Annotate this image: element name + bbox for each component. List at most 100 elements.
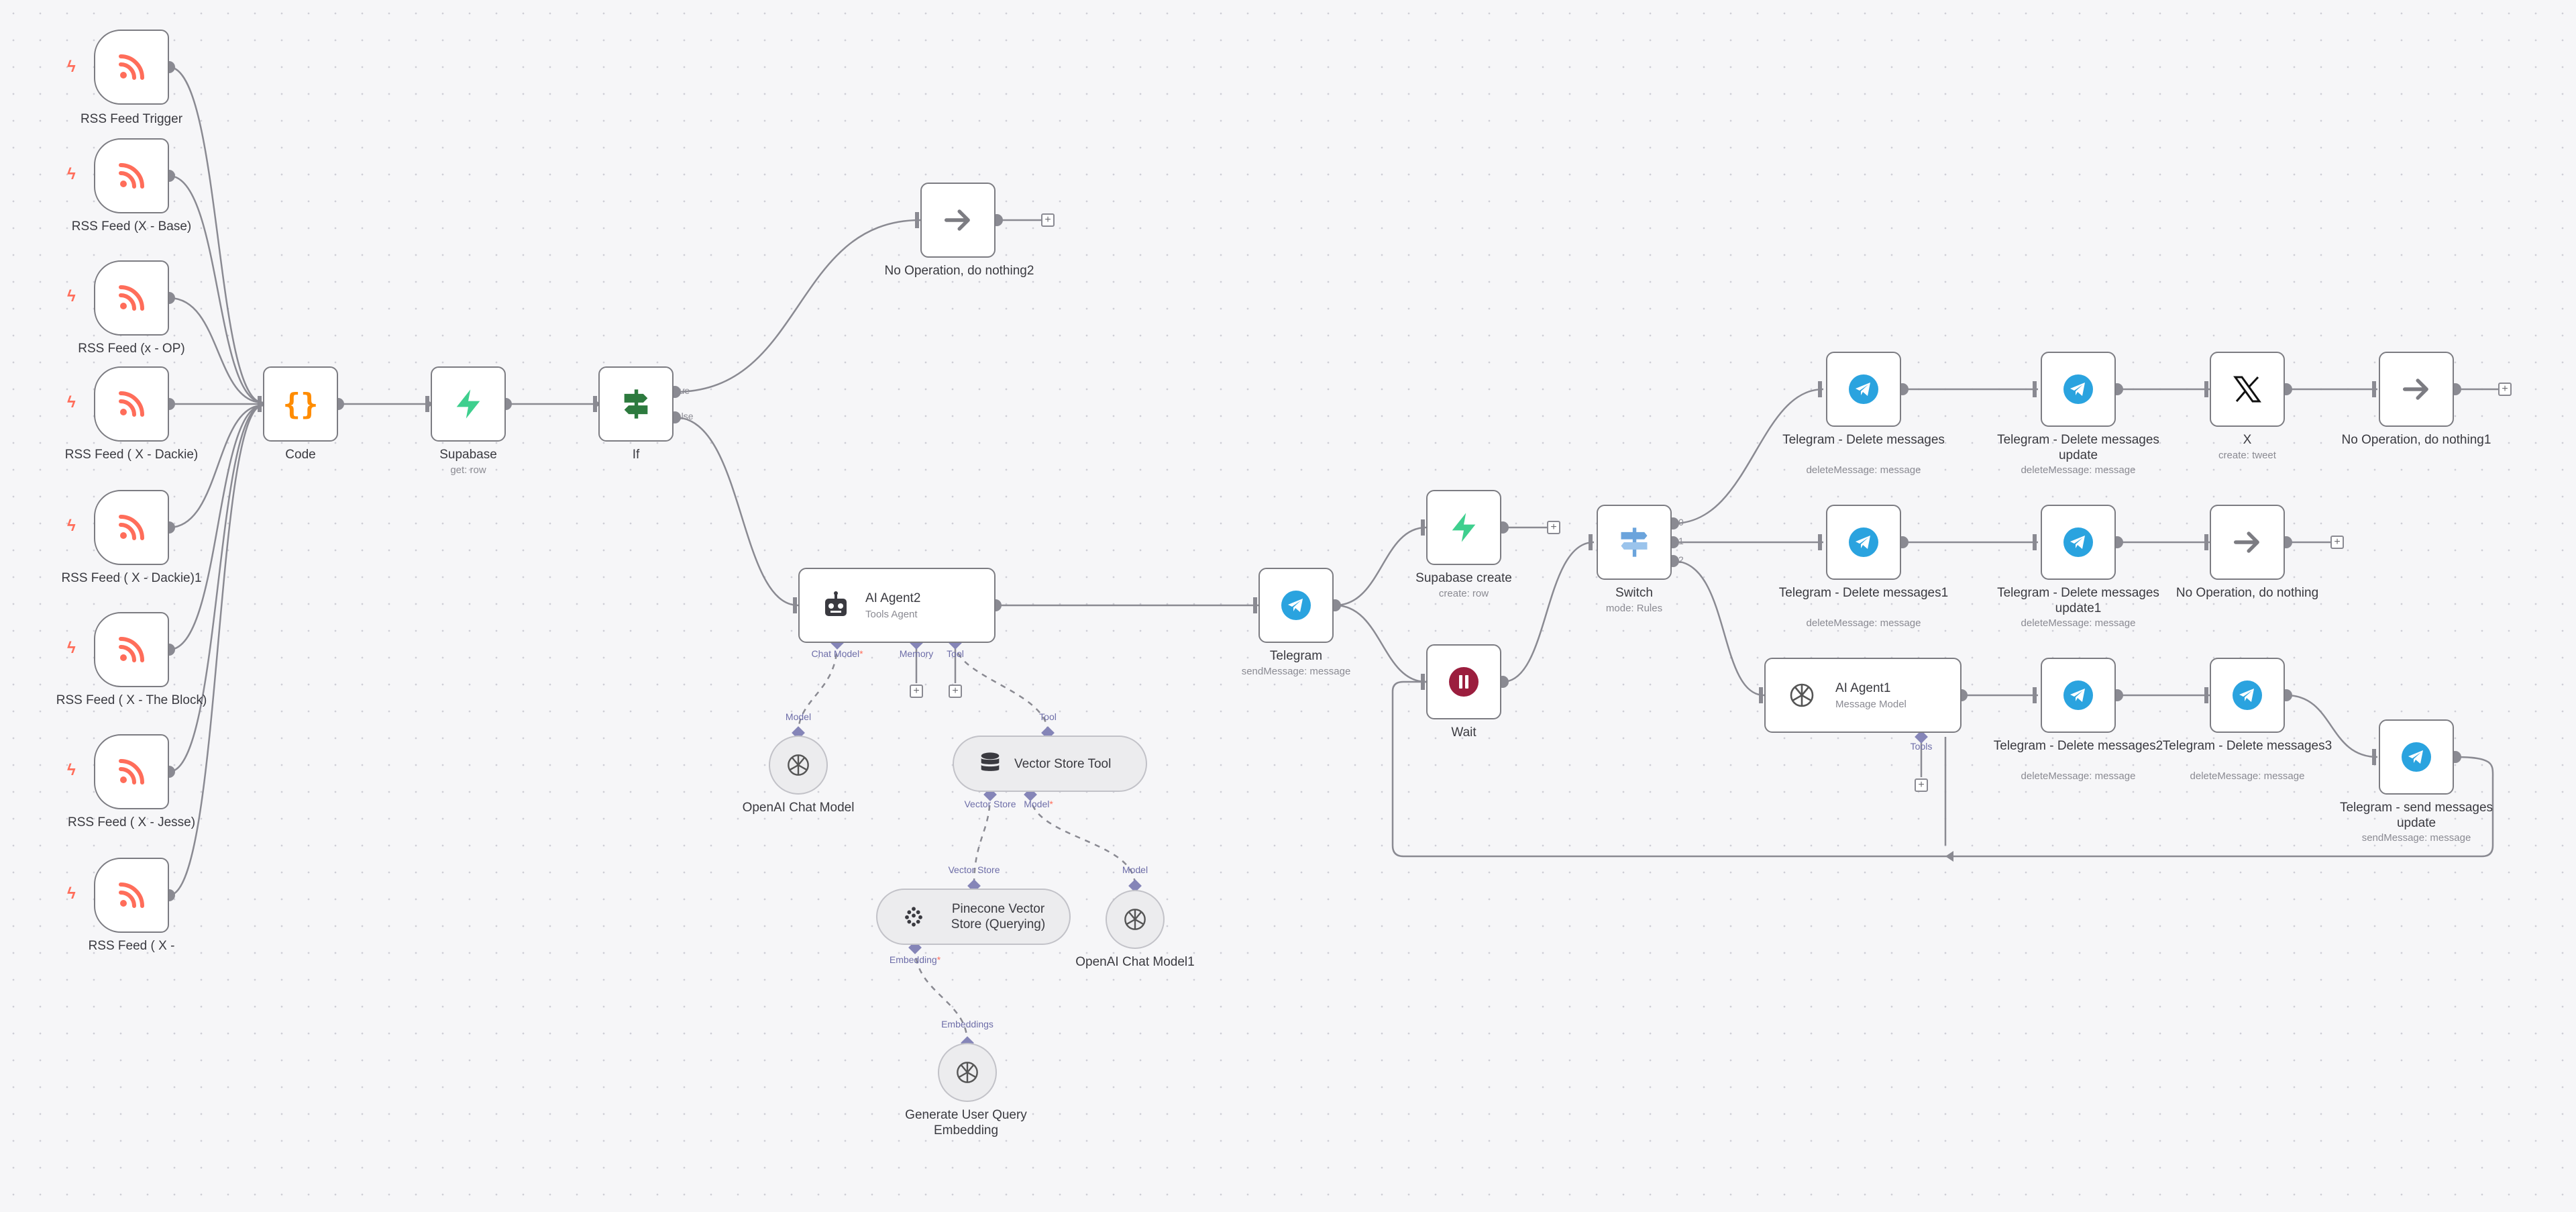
node-telegram-delete-messages-3[interactable] bbox=[2210, 658, 2285, 733]
node-switch[interactable] bbox=[1597, 505, 1672, 580]
node-subtitle: create: tweet bbox=[2218, 450, 2276, 461]
openai-icon bbox=[1120, 905, 1150, 934]
telegram-icon bbox=[2062, 679, 2094, 711]
node-wait[interactable] bbox=[1426, 644, 1501, 719]
node-label: Vector Store Tool bbox=[1014, 756, 1112, 771]
output-label-2: 2 bbox=[1678, 554, 1684, 565]
node-label: If bbox=[632, 448, 640, 462]
rss-icon-node[interactable] bbox=[94, 858, 169, 933]
node-no-operation-1[interactable] bbox=[2379, 352, 2454, 427]
node-telegram-delete-messages-update[interactable] bbox=[2041, 352, 2116, 427]
node-supabase-create[interactable] bbox=[1426, 490, 1501, 565]
rss-icon-node[interactable] bbox=[94, 138, 169, 213]
rss-icon-node[interactable] bbox=[94, 30, 169, 105]
database-icon bbox=[981, 752, 1000, 771]
node-subtitle: Message Model bbox=[1835, 699, 1907, 710]
telegram-icon bbox=[1847, 526, 1880, 558]
add-node-button[interactable]: + bbox=[1041, 213, 1055, 227]
lightning-icon: ϟ bbox=[67, 885, 76, 903]
node-ai-agent-2[interactable]: AI Agent2 Tools Agent bbox=[798, 568, 996, 643]
node-telegram-delete-messages[interactable] bbox=[1826, 352, 1901, 427]
node-label: RSS Feed ( X - bbox=[88, 939, 175, 953]
handle-label-memory: Memory bbox=[899, 648, 934, 659]
telegram-icon bbox=[2400, 741, 2432, 773]
node-subtitle: sendMessage: message bbox=[2361, 832, 2471, 844]
node-telegram[interactable] bbox=[1258, 568, 1334, 643]
openai-icon bbox=[1786, 679, 1818, 711]
lightning-icon: ϟ bbox=[67, 517, 76, 535]
node-openai-chat-model-1[interactable] bbox=[1106, 890, 1165, 949]
rss-icon-node[interactable] bbox=[94, 490, 169, 565]
node-label: OpenAI Chat Model1 bbox=[1075, 955, 1195, 969]
node-label: RSS Feed ( X - Jesse) bbox=[67, 815, 196, 829]
node-telegram-delete-messages-1[interactable] bbox=[1826, 505, 1901, 580]
handle-label-tools: Tools bbox=[1910, 741, 1933, 752]
node-subtitle: deleteMessage: message bbox=[2021, 770, 2136, 782]
node-label: Switch bbox=[1615, 586, 1653, 600]
add-node-button[interactable]: + bbox=[2498, 383, 2512, 396]
node-label: Generate User Query Embedding bbox=[905, 1108, 1027, 1138]
node-openai-chat-model[interactable] bbox=[769, 736, 828, 795]
node-telegram-delete-messages-update-1[interactable] bbox=[2041, 505, 2116, 580]
node-generate-user-query-embedding[interactable] bbox=[938, 1043, 997, 1102]
add-tool-button[interactable]: + bbox=[949, 685, 962, 698]
rss-icon-node[interactable] bbox=[94, 734, 169, 809]
node-subtitle: deleteMessage: message bbox=[2021, 617, 2136, 629]
node-no-operation-2[interactable] bbox=[920, 183, 996, 258]
telegram-icon bbox=[2062, 373, 2094, 405]
node-supabase[interactable] bbox=[431, 366, 506, 442]
rss-icon bbox=[115, 879, 148, 911]
openai-icon bbox=[784, 750, 813, 780]
add-tool-button[interactable]: + bbox=[1915, 778, 1928, 792]
handle-label-embedding: Embedding* bbox=[889, 954, 941, 965]
supabase-icon bbox=[451, 387, 486, 421]
node-label: Telegram - send messages update bbox=[2339, 801, 2493, 830]
telegram-icon bbox=[1280, 589, 1312, 621]
node-label: Code bbox=[285, 448, 316, 462]
handle-label-vector-store: Vector Store bbox=[964, 799, 1016, 809]
lightning-icon: ϟ bbox=[67, 58, 76, 76]
rss-icon bbox=[115, 160, 148, 192]
node-label: AI Agent1 bbox=[1835, 681, 1891, 695]
output-label-0: 0 bbox=[1678, 517, 1684, 527]
add-node-button[interactable]: + bbox=[2330, 536, 2344, 549]
node-label: No Operation, do nothing2 bbox=[884, 264, 1034, 278]
handle-label-tool: Tool bbox=[1039, 711, 1057, 722]
node-label: AI Agent2 bbox=[865, 591, 921, 605]
handle-label-tool: Tool bbox=[947, 648, 964, 659]
node-label: RSS Feed Trigger bbox=[80, 112, 183, 126]
node-label: Pinecone Vector Store (Querying) bbox=[951, 902, 1046, 931]
rss-icon-node[interactable] bbox=[94, 366, 169, 442]
lightning-icon: ϟ bbox=[67, 639, 76, 657]
node-x[interactable] bbox=[2210, 352, 2285, 427]
node-label: Wait bbox=[1451, 725, 1477, 740]
node-code[interactable]: {} bbox=[263, 366, 338, 442]
rss-icon-node[interactable] bbox=[94, 260, 169, 336]
node-label: Telegram bbox=[1269, 649, 1323, 663]
output-label-1: 1 bbox=[1678, 536, 1684, 546]
rss-icon-node[interactable] bbox=[94, 612, 169, 687]
node-label: No Operation, do nothing bbox=[2176, 586, 2319, 600]
node-if[interactable] bbox=[598, 366, 674, 442]
node-no-operation[interactable] bbox=[2210, 505, 2285, 580]
handle-label-model: Model* bbox=[1024, 799, 1053, 809]
node-vector-store-tool[interactable]: Vector Store Tool bbox=[953, 736, 1147, 792]
node-label: RSS Feed ( X - Dackie)1 bbox=[61, 571, 202, 585]
add-node-button[interactable]: + bbox=[1547, 521, 1560, 534]
node-label: Supabase create bbox=[1415, 571, 1512, 585]
arrow-right-icon bbox=[2399, 372, 2434, 407]
node-ai-agent-1[interactable]: AI Agent1 Message Model bbox=[1764, 658, 1962, 733]
node-label: Telegram - Delete messages2 bbox=[1993, 739, 2163, 753]
node-telegram-delete-messages-2[interactable] bbox=[2041, 658, 2116, 733]
node-subtitle: deleteMessage: message bbox=[1806, 464, 1921, 476]
node-pinecone-vector-store[interactable]: Pinecone Vector Store (Querying) bbox=[876, 889, 1071, 945]
handle-label-vector-store: Vector Store bbox=[948, 864, 1000, 875]
node-label: Telegram - Delete messages update1 bbox=[1997, 586, 2159, 615]
node-label: RSS Feed (X - Base) bbox=[71, 219, 192, 234]
add-memory-button[interactable]: + bbox=[910, 685, 923, 698]
node-subtitle: mode: Rules bbox=[1605, 603, 1663, 614]
node-telegram-send-messages-update[interactable] bbox=[2379, 719, 2454, 795]
handle-label-model: Model bbox=[1122, 864, 1148, 875]
rss-icon bbox=[115, 634, 148, 666]
handle-label-model: Model bbox=[785, 711, 812, 722]
